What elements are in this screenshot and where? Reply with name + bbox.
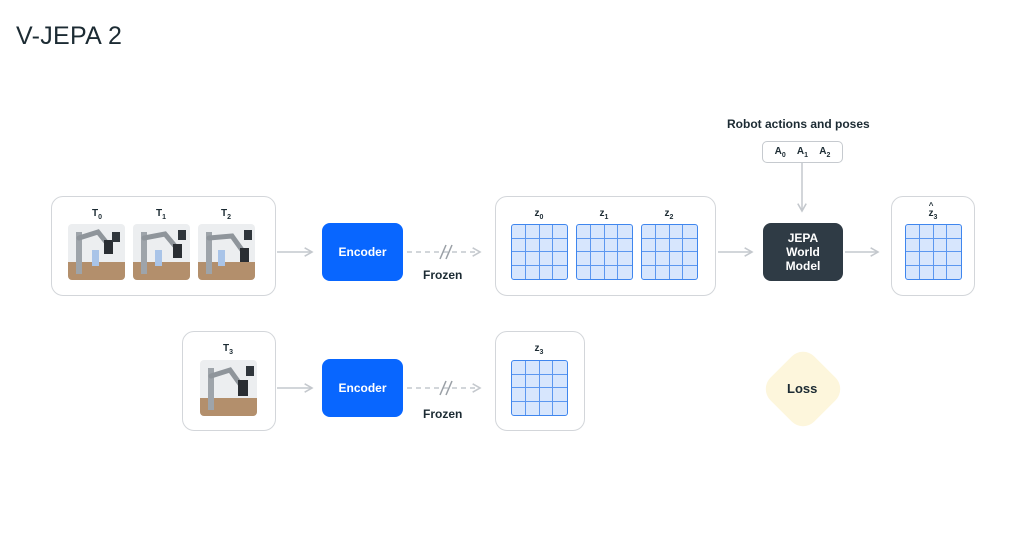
- frozen-break-3: [439, 380, 447, 396]
- latent-label-z3: z3: [534, 343, 544, 356]
- frozen-break-2: [445, 244, 453, 260]
- action-a0: A0: [774, 145, 786, 159]
- latent-grid-z2: [641, 224, 698, 280]
- latent-grid-z3: [511, 360, 568, 416]
- latent-label-z0: z0: [534, 208, 544, 221]
- frame-label-t3: T3: [222, 343, 233, 356]
- world-model-line-3: Model: [785, 259, 821, 273]
- prediction-label-z3-hat: z3: [913, 208, 953, 221]
- frozen-label-target: Frozen: [423, 407, 463, 421]
- jepa-world-model-block: JEPA World Model: [763, 223, 843, 281]
- action-a1: A1: [796, 145, 809, 159]
- action-a2: A2: [819, 145, 831, 159]
- robot-actions-title: Robot actions and poses: [727, 117, 870, 131]
- robot-frame-image-t0: [68, 224, 125, 280]
- latent-grid-z0: [511, 224, 568, 280]
- prediction-grid-z3: [905, 224, 962, 280]
- frame-label-t2: T2: [220, 208, 231, 221]
- encoder-block: Encoder: [322, 223, 403, 281]
- robot-frame-image-t3: [200, 360, 257, 416]
- frame-label-t0: T0: [91, 208, 102, 221]
- robot-frame-image-t1: [133, 224, 190, 280]
- world-model-line-1: JEPA: [787, 231, 819, 245]
- frozen-break-1: [439, 244, 447, 260]
- frozen-label: Frozen: [423, 268, 463, 282]
- robot-actions-box: A0 A1 A2: [762, 141, 843, 163]
- robot-frame-image-t2: [198, 224, 255, 280]
- loss-label: Loss: [787, 381, 818, 396]
- world-model-line-2: World: [786, 245, 820, 259]
- diagram-title: V-JEPA 2: [16, 22, 123, 50]
- latent-label-z2: z2: [664, 208, 674, 221]
- latent-grid-z1: [576, 224, 633, 280]
- frame-label-t1: T1: [155, 208, 166, 221]
- latent-label-z1: z1: [599, 208, 609, 221]
- frozen-break-4: [445, 380, 453, 396]
- encoder-block-target: Encoder: [322, 359, 403, 417]
